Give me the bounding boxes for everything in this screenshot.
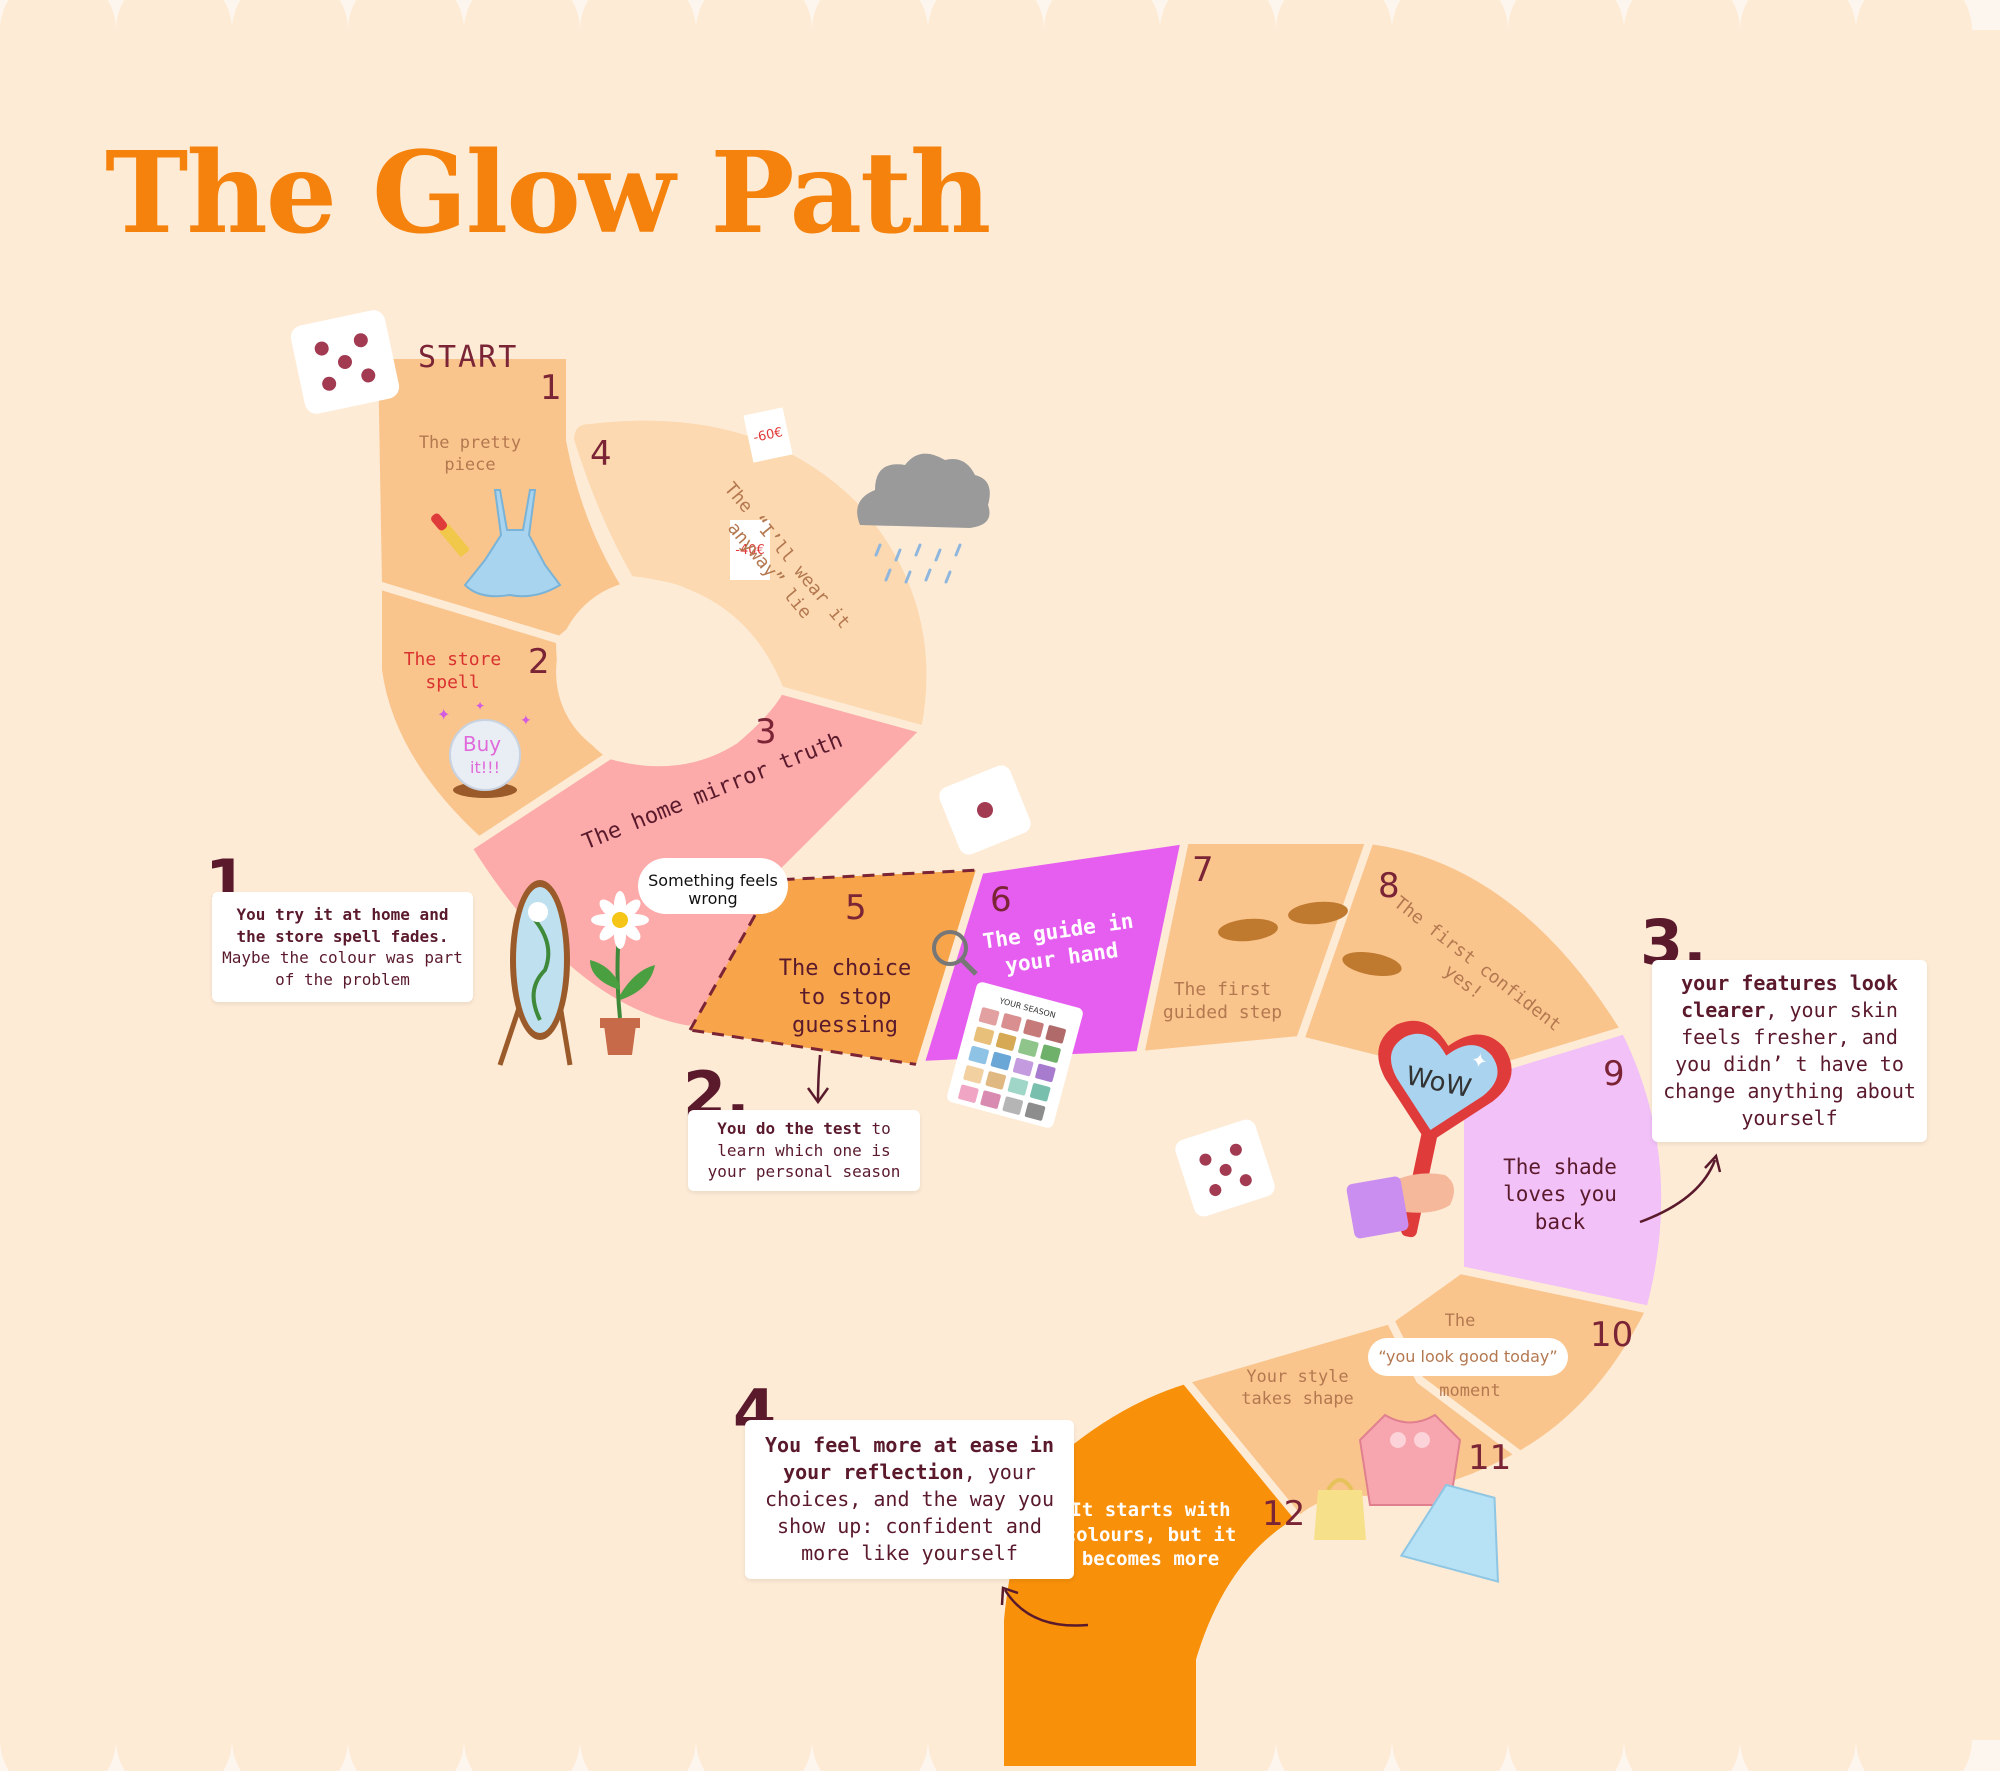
space-1-label: The pretty piece [418,433,522,476]
space-3-number: 3 [755,712,777,752]
space-5-number: 5 [845,888,867,928]
svg-text:it!!!: it!!! [470,758,500,777]
space-12-number: 12 [1262,1494,1306,1534]
space-7-number: 7 [1192,850,1214,890]
space-5-tile [687,868,983,1067]
flower-pot-icon [590,891,655,1055]
step-4-bold: You feel more at ease in your reflection [765,1433,1054,1484]
step-4-text: , your choices, and the way you show up:… [765,1460,1054,1565]
arrow-icon [806,1054,1722,1627]
space-1-number: 1 [540,368,562,408]
step-3-bold: your features look clearer [1681,971,1898,1022]
skirt-icon [1399,1483,1499,1583]
space-9-number: 9 [1603,1054,1625,1094]
crystal-ball-text: Buy [463,732,501,756]
svg-text:✦: ✦ [520,713,532,729]
space-4-number: 4 [590,434,612,474]
heart-mirror-icon: WoW ✦ [1378,1020,1512,1238]
price-tag-text: -40€ [735,543,765,558]
dress-icon [463,489,562,598]
space-10-quote: “you look good today” [1378,1347,1558,1366]
space-10-number: 10 [1590,1315,1634,1355]
svg-text:✦: ✦ [437,705,450,724]
space-11-number: 11 [1468,1438,1512,1478]
rain-cloud-icon [857,453,990,584]
space-8-tile [1294,835,1632,1085]
step-2-bold: You do the test [717,1119,862,1138]
space-11-label: Your style takes shape [1241,1367,1354,1410]
mirror-icon [497,880,573,1066]
lipstick-icon [431,513,470,557]
crystal-ball-icon: Buy it!!! ✦ ✦ ✦ [437,699,532,798]
step-2-text: to learn which one is your personal seas… [707,1119,901,1182]
dice-one-icon [939,765,1031,855]
page-title: The Glow Path [105,128,991,259]
handbag-icon [1314,1478,1366,1540]
magnifier-icon [932,930,978,976]
price-tag-text: -60€ [752,425,784,446]
space-9-tile [1456,1025,1670,1315]
svg-text:✦: ✦ [475,699,485,713]
price-tag-icon: -40€ [730,520,770,580]
space-10-quote-bubble: “you look good today” [1368,1338,1568,1376]
step-1-text: Maybe the colour was part of the problem [222,948,463,989]
space-10-label-top: The [1444,1311,1476,1331]
price-tag-icon: -60€ [743,407,793,463]
shoe-print-icon [1218,901,1402,977]
step-4-card: You feel more at ease in your reflection… [745,1420,1074,1579]
hand-icon [1346,1173,1454,1239]
dice-five-icon [290,310,400,414]
dice-five-icon [1175,1119,1275,1217]
step-2-card: You do the test to learn which one is yo… [688,1110,920,1191]
speech-bubble-text: Something feels wrong [648,871,778,909]
step-3-text: , your skin feels fresher, and you didn’… [1663,998,1916,1130]
speech-bubble: Something feels wrong [638,858,788,914]
start-label: START [418,340,519,375]
blouse-icon [1358,1413,1462,1506]
space-8-number: 8 [1378,866,1400,906]
step-3-card: your features look clearer, your skin fe… [1652,960,1927,1142]
space-2-number: 2 [528,642,550,682]
step-1-bold: You try it at home and the store spell f… [236,905,449,946]
space-6-number: 6 [990,880,1012,920]
svg-text:✦: ✦ [1469,1047,1490,1074]
space-5-label: The choice to stop guessing [778,956,912,1039]
space-12-label: It starts with colours, but it becomes m… [1064,1499,1237,1571]
step-1-card: You try it at home and the store spell f… [212,892,473,1003]
space-2-label: The store spell [403,649,502,694]
color-palette-icon: YOUR SEASON [947,982,1083,1128]
space-9-label: The shade loves you back [1503,1155,1617,1234]
space-10-label-bottom: moment [1439,1381,1501,1401]
space-7-label: The first guided step [1162,979,1283,1024]
board-center-hole [556,580,740,764]
